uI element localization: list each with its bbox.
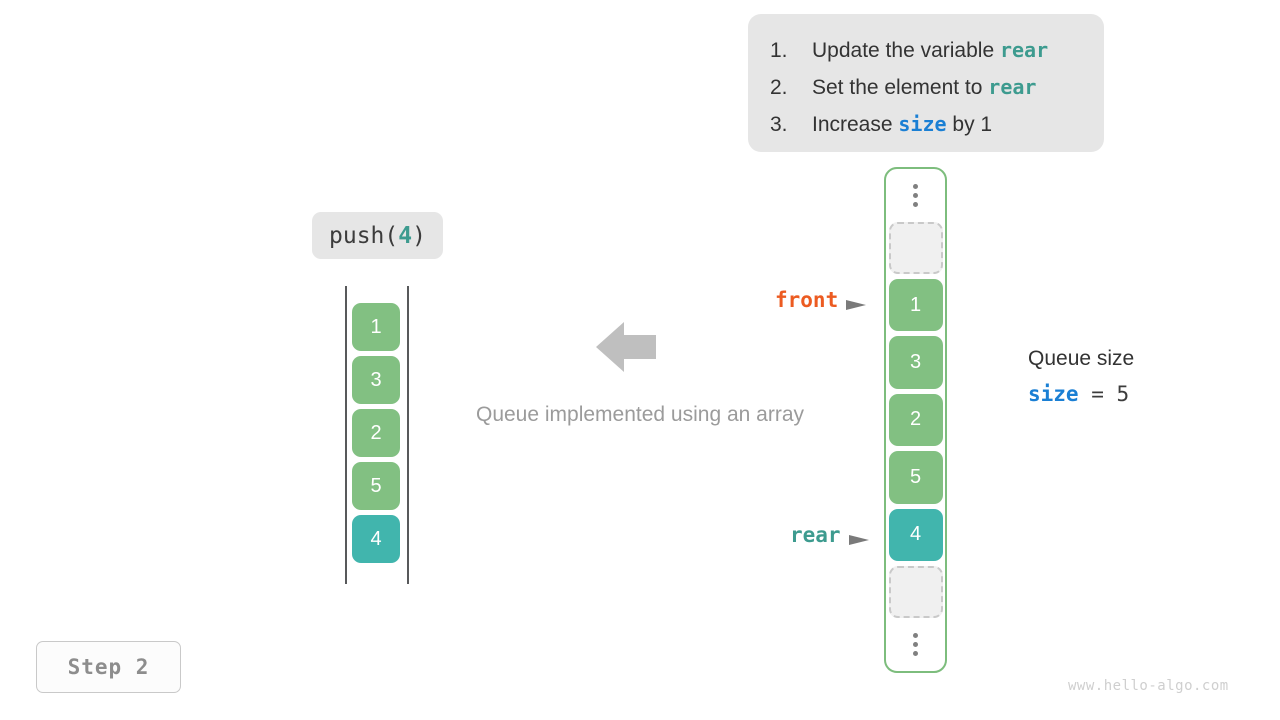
step-badge: Step 2: [36, 641, 181, 693]
instruction-panel: 1. Update the variable rear 2. Set the e…: [748, 14, 1104, 152]
diagram-caption: Queue implemented using an array: [475, 403, 805, 426]
instruction-text: Increase: [812, 113, 899, 136]
queue-cell: 5: [352, 462, 400, 510]
queue-size-title: Queue size: [1028, 347, 1135, 370]
memory-cell-highlighted: 4: [888, 508, 943, 561]
size-value: 5: [1116, 382, 1130, 406]
queue-cell: 1: [352, 303, 400, 351]
instruction-number: 1.: [770, 39, 788, 62]
memory-cell: 3: [888, 336, 943, 389]
instruction-item-2: 2. Set the element to rear: [748, 69, 1104, 106]
size-equals: =: [1078, 382, 1117, 406]
memory-cell: 2: [888, 393, 943, 447]
rear-pointer: rear: [790, 523, 869, 547]
rear-pointer-label: rear: [790, 523, 841, 547]
queue-size-expression: size = 5: [1028, 382, 1248, 406]
front-pointer: front: [775, 288, 867, 312]
operation-suffix: ): [412, 222, 426, 249]
instruction-code-size: size: [898, 112, 947, 136]
queue-cell: 3: [352, 356, 400, 404]
dot: [913, 192, 918, 198]
pointer-arrow-icon: [846, 293, 867, 310]
queue-cell-list: 1 3 2 5 4: [352, 303, 400, 568]
instruction-code-rear: rear: [999, 38, 1049, 62]
instruction-item-1: 1. Update the variable rear: [748, 32, 1104, 69]
ellipsis-icon-bottom: [889, 623, 943, 666]
size-variable-name: size: [1028, 382, 1079, 406]
instruction-text-after: by 1: [946, 113, 993, 136]
dot: [913, 183, 918, 189]
dot: [913, 642, 918, 648]
instruction-number: 2.: [770, 76, 788, 99]
instruction-number: 3.: [770, 113, 788, 136]
pointer-arrow-icon: [848, 528, 869, 545]
queue-cell: 2: [352, 409, 400, 457]
operation-badge: push(4): [312, 212, 443, 259]
dot: [913, 201, 918, 207]
memory-cell: 1: [888, 279, 943, 332]
instruction-code-rear: rear: [988, 75, 1037, 99]
queue-boundary-left: [345, 286, 347, 584]
memory-cell-empty: [888, 565, 943, 619]
memory-cell-list: 1 3 2 5 4: [886, 169, 945, 671]
instruction-text: Update the variable: [812, 39, 1000, 62]
queue-size-panel: Queue size size = 5: [1028, 344, 1248, 406]
queue-visual: 1 3 2 5 4: [345, 286, 409, 584]
watermark: www.hello-algo.com: [1068, 678, 1229, 694]
dot: [913, 651, 918, 657]
memory-array-container: 1 3 2 5 4: [884, 167, 947, 673]
dot: [913, 633, 918, 639]
left-arrow-icon: [596, 322, 656, 372]
memory-cell: 5: [888, 451, 943, 504]
operation-argument: 4: [398, 222, 413, 249]
operation-prefix: push(: [329, 222, 399, 249]
ellipsis-icon-top: [889, 174, 943, 217]
memory-cell-empty: [888, 221, 943, 275]
instruction-text: Set the element to: [812, 76, 989, 99]
instruction-item-3: 3. Increase size by 1: [748, 106, 1104, 143]
queue-boundary-right: [407, 286, 409, 584]
queue-cell-highlighted: 4: [352, 515, 400, 563]
front-pointer-label: front: [775, 288, 839, 312]
